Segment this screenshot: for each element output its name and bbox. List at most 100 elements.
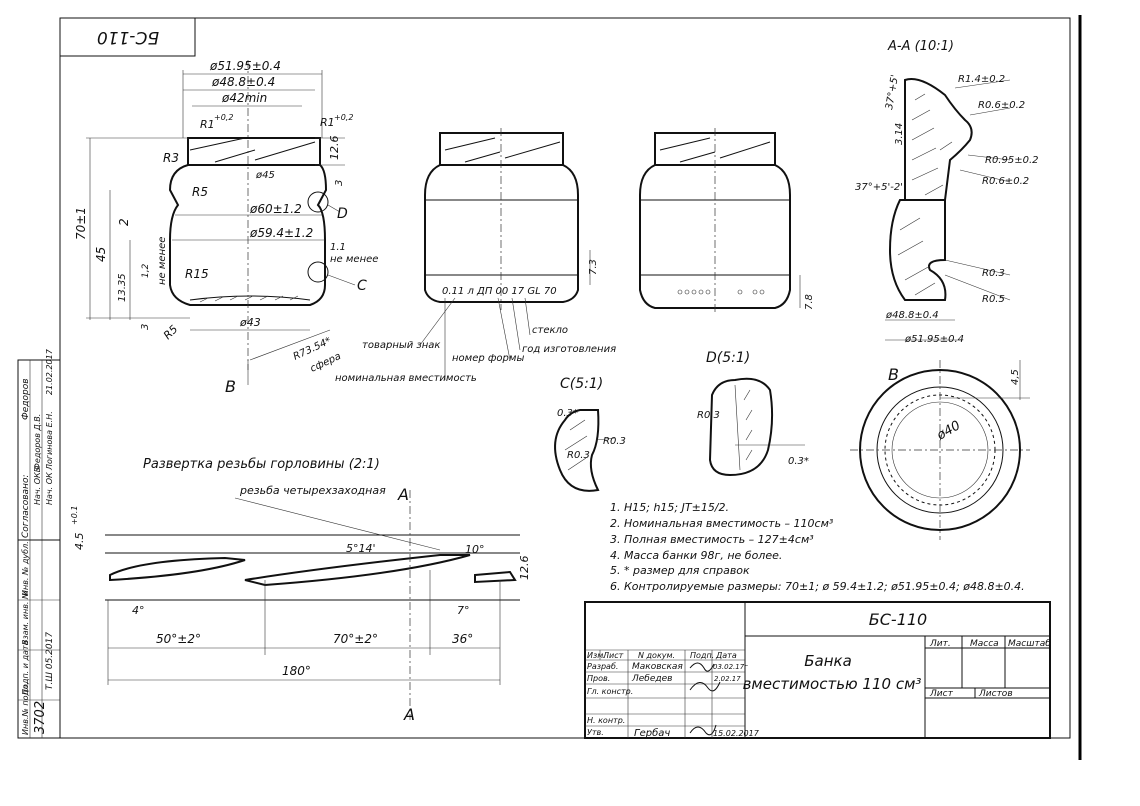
view-b: В ø40 4,5 [850,360,1030,540]
corner-stamp: БС-110 [97,27,159,47]
thread-d36: 36° [452,632,473,646]
dim-min-note: не менее [157,237,168,285]
dim-r5-low: R5 [161,323,181,343]
main-section-view: ø51.95±0.4 ø48.8±0.4 ø42min R1 +0,2 R1 +… [74,59,378,396]
thread-note: резьба четырехзаходная [239,484,386,497]
thread-d180: 180° [282,664,311,678]
tb-col-data: Дата [715,651,737,660]
side-name-2: Логинова Е.Н. [45,411,54,471]
label-form-no: номер формы [452,353,524,364]
tb-listov: Листов [978,689,1013,699]
detail-c: C(5:1) 0.3* R0.3 R0.3 [554,376,626,492]
dim-73: 7.3 [588,259,599,275]
side-col-2: Подп. и дата [21,640,30,695]
tb-list: Лист [929,689,954,699]
aa-ang2: 37°+5'-2' [855,182,903,193]
aa-r06b: R0.6±0.2 [982,176,1029,187]
tb-utv-name: Гербач [634,727,670,739]
dim-d-thread: ø48.8±0.4 [211,75,275,89]
thread-h45: 4.5 [73,533,86,551]
side-name-1: Федоров Д.В. [33,414,42,470]
side-col-3: Взам. инв. № [21,591,30,645]
dim-d60: ø60±1.2 [249,202,302,216]
side-col-1: Инв.№ подл. [21,682,30,735]
aa-d5195: ø51.95±0.4 [904,334,964,345]
dim-h-total: 70±1 [74,207,88,240]
label-trademark: товарный знак [362,340,440,351]
view-b-title: В [888,365,899,384]
dim-d-inner: ø42min [221,91,267,105]
thread-d70: 70°±2° [333,632,378,646]
side-sign-1: Федоров [21,378,31,420]
section-b-arrow: В [225,377,236,396]
detail-c-label: C [357,278,367,294]
tb-col-izm: Изм. [587,651,606,660]
view-b-dim45: 4,5 [1010,369,1021,385]
dim-h13: 13.35 [117,273,128,302]
thread-h45-tol: +0.1 [70,506,79,525]
detail-c-r03: R0.3 [603,436,626,447]
dim-h3: 3 [140,324,151,330]
label-year: год изготовления [522,344,616,355]
tb-row-prov: Пров. [587,674,610,683]
aa-d488: ø48.8±0.4 [885,310,939,321]
side-inv-sign: Т.Ш 05.2017 [45,632,55,690]
thread-h126: 12.6 [518,556,531,581]
detail-c-title: C(5:1) [560,376,603,392]
side-strip: Согласовано: Нач. ОКБ Нач. ОК Федоров Д.… [17,348,61,739]
dim-d45: ø45 [255,170,275,181]
marking: 0.11 л ДП 00 17 GL 70 [442,286,557,297]
tb-name-2: вместимостью 110 см³ [743,675,922,693]
tb-col-ndok: N докум. [638,651,675,660]
thread-ang514: 5°14' [346,542,376,555]
thread-d50: 50°±2° [156,632,201,646]
dim-d59: ø59.4±1.2 [249,226,313,240]
tb-massa: Масса [970,639,999,649]
tb-row-razrab: Разраб. [587,662,618,671]
dim-r-top-right: R1 [320,116,335,129]
tb-row-gl: Гл. констр. [587,687,633,696]
side-col-4: Инв. № дубл. [21,541,30,596]
dim-78: 7.8 [804,294,815,310]
tb-designation: БС-110 [869,610,927,629]
thread-a-bottom: А [403,705,415,724]
thread-a-top: А [397,485,409,504]
side-inv-number: 3702 [33,701,48,734]
aa-r05: R0.5 [982,294,1005,305]
detail-d: D(5:1) R0.3 0.3* [697,350,809,477]
note-5: 5. * размер для справок [610,564,750,577]
note-11: 1.1 [330,242,346,253]
dim-neck-3: 3 [334,180,345,186]
aa-h314: 3.14 [894,123,905,145]
tb-utv-date: 15.02.2017 [713,729,760,738]
tb-razrab-date: 03.02.17г [713,663,748,671]
tb-razrab-name: Маковская [632,662,683,672]
aa-r095: R0.95±0.2 [985,155,1039,166]
side-view: 7.8 [639,128,815,312]
tb-row-nkontr: Н. контр. [587,716,625,725]
dim-r-top-right-tol: +0,2 [334,113,353,122]
dim-h2: 2 [117,218,131,226]
section-aa-title: А-А (10:1) [887,39,954,54]
detail-d-title: D(5:1) [706,350,750,366]
tb-prov-date: 2.02.17 [714,675,741,683]
side-soglasovano: Согласовано: [21,475,31,538]
detail-d-dim: 0.3* [788,456,809,467]
dim-r-top-left: R1 [200,118,215,131]
dim-d43: ø43 [239,316,261,329]
label-glass: стекло [532,325,568,336]
label-capacity: номинальная вместимость [335,373,477,384]
aa-r14: R1.4±0.2 [958,74,1005,85]
aa-r06: R0.6±0.2 [978,100,1025,111]
tb-prov-name: Лебедев [631,674,672,684]
dim-d-outer: ø51.95±0.4 [209,59,281,73]
tb-col-podp: Подп. [690,651,714,660]
dim-r15: R15 [185,267,209,281]
signature-mark [689,662,721,736]
view-b-d40: ø40 [934,418,964,444]
note-4: 4. Масса банки 98г, не более. [610,549,782,562]
note-11b: не менее [330,254,378,265]
dim-neck-h: 12.6 [328,136,341,161]
aa-r03: R0.3 [982,268,1005,279]
